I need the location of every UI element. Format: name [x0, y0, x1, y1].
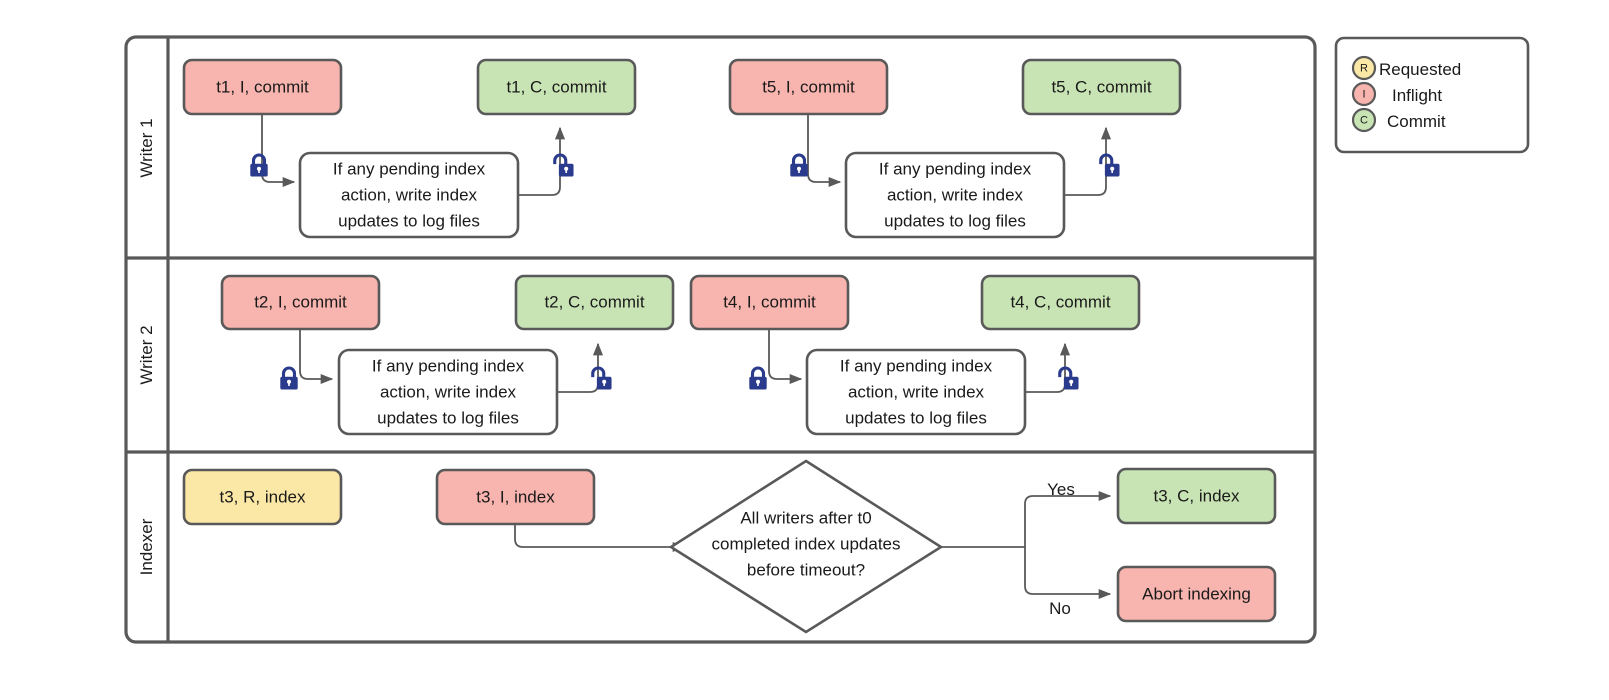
legend-label-commit: Commit	[1387, 112, 1446, 131]
lane-label-writer2: Writer 2	[137, 325, 156, 384]
node-w1-action-a-line1: If any pending index	[333, 159, 486, 178]
legend-item-inflight: I Inflight	[1351, 81, 1442, 107]
node-w2-t2-commit[interactable]	[514, 274, 675, 331]
edge-t3i-to-decision	[514, 524, 686, 553]
lane-writer2-content: t2, I, commit t2, C, commit If any pendi…	[220, 274, 1141, 436]
node-w2-action-b-line2: action, write index	[848, 382, 985, 401]
node-w2-t4-inflight[interactable]	[689, 274, 850, 331]
node-w1-t5-inflight[interactable]	[728, 58, 889, 116]
node-w1-t1-inflight[interactable]	[182, 58, 343, 116]
node-ix-t3-inflight-label: t3, I, index	[476, 487, 555, 506]
node-w1-action-a-line2: action, write index	[341, 185, 478, 204]
legend-badge-requested	[1351, 55, 1377, 81]
lane-labels: Writer 1 Writer 2 Indexer	[137, 118, 156, 575]
legend-badge-inflight-letter: I	[1362, 88, 1365, 100]
decision-line2: completed index updates	[711, 534, 900, 553]
node-w2-action-a-line2: action, write index	[380, 382, 517, 401]
node-w2-t4-commit[interactable]	[980, 274, 1141, 331]
branch-label-yes: Yes	[1047, 480, 1075, 499]
writer1-group-b-connectors	[807, 114, 1112, 196]
edge-action2-to-t5c	[1064, 126, 1112, 196]
node-w1-action-b-line2: action, write index	[887, 185, 1024, 204]
legend-label-requested: Requested	[1379, 60, 1461, 79]
node-w2-action-b-line3: updates to log files	[845, 408, 987, 427]
node-w1-t1-commit[interactable]	[476, 58, 637, 116]
decision-diamond[interactable]	[668, 459, 944, 634]
legend-label-inflight: Inflight	[1392, 86, 1442, 105]
node-ix-t3-commit[interactable]	[1116, 467, 1277, 525]
node-w2-t4-commit-label: t4, C, commit	[1010, 292, 1110, 311]
edge-decision-no	[1024, 547, 1112, 600]
node-w1-t5-commit-label: t5, C, commit	[1051, 77, 1151, 96]
legend-badge-commit-letter: C	[1360, 114, 1368, 126]
node-w1-t5-inflight-label: t5, I, commit	[762, 77, 855, 96]
node-w1-t5-commit[interactable]	[1021, 58, 1182, 116]
node-w2-action-a-line3: updates to log files	[377, 408, 519, 427]
legend-badge-commit	[1351, 107, 1377, 133]
decision-line1: All writers after t0	[740, 508, 871, 527]
node-w1-action-a[interactable]	[298, 151, 520, 239]
node-w2-t2-commit-label: t2, C, commit	[544, 292, 644, 311]
edge-t4i-to-action2	[768, 329, 803, 385]
decision-line3: before timeout?	[747, 560, 865, 579]
lane-label-writer1: Writer 1	[137, 118, 156, 177]
node-w1-action-b-line3: updates to log files	[884, 211, 1026, 230]
legend-item-commit: C Commit	[1351, 107, 1446, 133]
node-w1-action-a-line3: updates to log files	[338, 211, 480, 230]
node-ix-abort[interactable]	[1116, 565, 1277, 623]
legend-container	[1334, 36, 1530, 154]
lane-writer1-content: t1, I, commit t1, C, commit If any pendi…	[182, 58, 1182, 239]
node-w2-t2-inflight-label: t2, I, commit	[254, 292, 347, 311]
edge-t5i-to-action2	[807, 114, 842, 188]
lane-label-indexer: Indexer	[137, 518, 156, 575]
node-ix-t3-commit-label: t3, C, index	[1154, 486, 1240, 505]
legend-item-requested: R Requested	[1351, 55, 1461, 81]
legend: R Requested I Inflight C Commit	[1334, 36, 1530, 154]
legend-badge-requested-letter: R	[1360, 62, 1368, 74]
legend-badge-inflight	[1351, 81, 1377, 107]
node-ix-t3-requested-label: t3, R, index	[220, 487, 306, 506]
node-w1-action-b[interactable]	[844, 151, 1066, 239]
node-w2-action-b-line1: If any pending index	[840, 356, 993, 375]
edge-action1-to-t1c	[518, 126, 566, 196]
node-w1-action-b-line1: If any pending index	[879, 159, 1032, 178]
node-ix-abort-label: Abort indexing	[1142, 584, 1251, 603]
node-w2-action-a[interactable]	[337, 348, 559, 436]
lane-indexer-content: t3, R, index t3, I, index All writers af…	[182, 459, 1277, 634]
node-w2-action-a-line1: If any pending index	[372, 356, 525, 375]
node-ix-t3-requested[interactable]	[182, 468, 343, 526]
edge-t2i-to-action1	[299, 329, 334, 385]
node-w2-t2-inflight[interactable]	[220, 274, 381, 331]
node-w2-action-b[interactable]	[805, 348, 1027, 436]
node-w2-t4-inflight-label: t4, I, commit	[723, 292, 816, 311]
node-w1-t1-inflight-label: t1, I, commit	[216, 77, 309, 96]
edge-decision-yes	[1024, 490, 1112, 547]
node-w1-t1-commit-label: t1, C, commit	[506, 77, 606, 96]
branch-label-no: No	[1049, 599, 1071, 618]
